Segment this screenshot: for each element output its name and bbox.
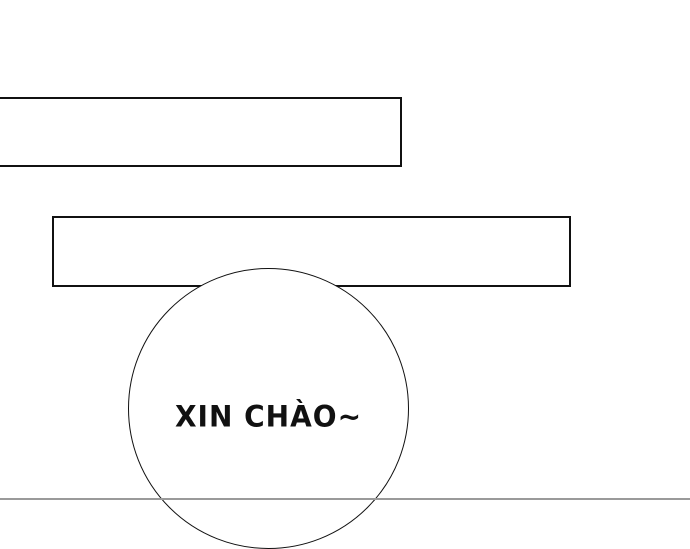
speech-bubble-text: XIN CHÀO~ xyxy=(174,399,363,434)
panel-bottom-border xyxy=(0,498,690,500)
speech-bubble: XIN CHÀO~ xyxy=(128,268,409,549)
upper-caption-box xyxy=(0,97,402,167)
